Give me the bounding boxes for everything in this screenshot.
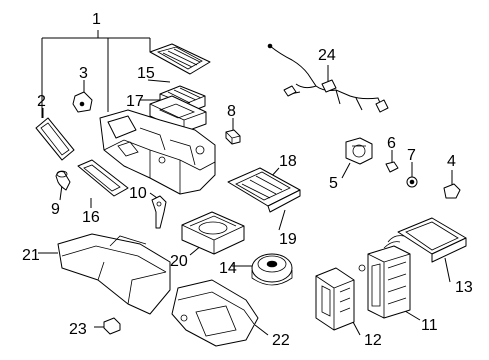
callout-13: 13	[455, 279, 473, 296]
part-9-hose	[55, 170, 71, 191]
part-10-sensor	[151, 195, 167, 229]
part-12-module	[315, 267, 355, 331]
part-19-seal	[267, 189, 301, 213]
callout-19: 19	[279, 231, 297, 248]
callout-7: 7	[407, 147, 416, 164]
callout-10: 10	[129, 185, 147, 202]
part-22-floor-duct	[171, 279, 259, 347]
callout-24: 24	[318, 47, 336, 64]
callout-6: 6	[387, 135, 396, 152]
part-hvac-case	[99, 109, 216, 195]
part-20-duct-frame	[181, 211, 245, 255]
part-13-heater-core	[383, 217, 467, 263]
callout-16: 16	[82, 209, 100, 226]
part-14-blower-motor	[251, 253, 293, 286]
part-21-lower-duct	[57, 233, 171, 315]
callout-1: 1	[92, 11, 101, 28]
callout-23: 23	[69, 321, 87, 338]
callout-9: 9	[51, 201, 60, 218]
callouts: 1 2 3 4 5 6 7 8 9 10 11 12 13 14 15 16 1…	[22, 11, 473, 349]
callout-20: 20	[170, 253, 188, 270]
part-4-clip	[443, 183, 461, 199]
callout-22: 22	[272, 332, 290, 349]
callout-4: 4	[447, 153, 456, 170]
part-3-bracket	[72, 91, 93, 113]
callout-5: 5	[329, 175, 338, 192]
callout-11: 11	[421, 317, 438, 334]
part-8-clip	[225, 129, 241, 145]
callout-14: 14	[219, 260, 237, 277]
callout-12: 12	[364, 332, 382, 349]
callout-8: 8	[227, 103, 236, 120]
part-24-wiring-harness	[267, 43, 389, 113]
part-1-cover-plate	[149, 43, 211, 75]
part-16-filter-panel	[77, 159, 129, 197]
callout-18: 18	[279, 153, 297, 170]
part-7-connector	[406, 176, 418, 188]
callout-15: 15	[137, 65, 155, 82]
part-23-clip	[103, 317, 121, 335]
part-2-filter-frame	[35, 117, 75, 161]
callout-17: 17	[126, 93, 144, 110]
callout-3: 3	[79, 65, 88, 82]
part-6-block	[385, 161, 399, 173]
callout-21: 21	[22, 247, 40, 264]
part-5-actuator-motor	[345, 137, 373, 165]
part-11-evaporator	[358, 245, 411, 319]
callout-2: 2	[37, 93, 46, 110]
